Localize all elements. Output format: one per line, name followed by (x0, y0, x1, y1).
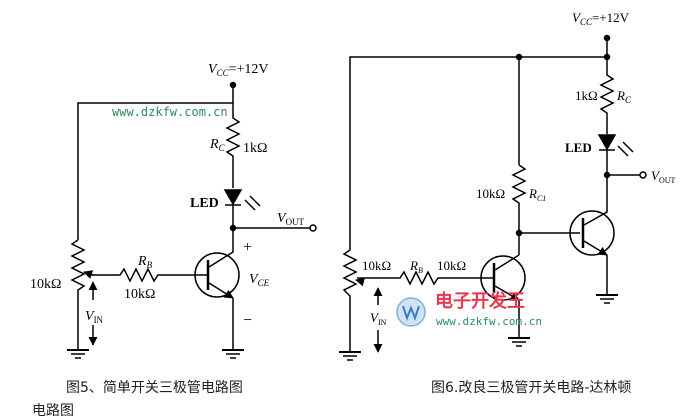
fig5-top-rail (77, 85, 234, 240)
fig5-rb-resistor (87, 267, 208, 283)
fig5-vin-label: VIN (85, 309, 104, 325)
watermark-logo-text: 电子开发王 (435, 290, 525, 312)
fig6-rc1-resistor (511, 164, 527, 255)
fig6-led-diode (597, 134, 617, 151)
fig6-vout-label: VOUT (651, 168, 676, 185)
fig6-rc1-value: 10kΩ (476, 186, 505, 201)
watermark-logo-icon (396, 297, 426, 327)
fig6-led-ray (622, 141, 634, 153)
fig5-ground-left (67, 349, 89, 359)
fig5-vcc-label: VCC=+12V (208, 62, 268, 78)
fig6-caption: 图6.改良三极管开关电路-达林顿 (431, 380, 632, 396)
fig6-rc-label: RC (616, 88, 632, 105)
fig6-transistor-q2 (569, 210, 615, 256)
fig5-caption-wrap: 电路图 (32, 403, 74, 419)
watermark-logo: 电子开发王 www.dzkfw.com.cn (396, 290, 542, 328)
fig5-rc-value: 1kΩ (243, 141, 267, 156)
fig6-ground-left (339, 351, 361, 361)
fig6-rc-resistor (599, 57, 615, 134)
fig6-led-label: LED (565, 140, 592, 155)
fig5-rb-label: RB (137, 254, 153, 270)
fig5-rb-value: 10kΩ (124, 287, 155, 302)
fig5-potentiometer (70, 239, 86, 350)
fig6-top-rail (349, 38, 608, 250)
fig5-circuit (67, 81, 317, 359)
fig6-pot-value: 10kΩ (362, 258, 391, 273)
fig5-led-ray (244, 199, 256, 211)
fig5-plus: + (243, 239, 252, 256)
fig5-vce-label: VCE (249, 272, 270, 288)
fig5-vout-label: VOUT (277, 211, 305, 227)
fig6-rb-resistor (357, 270, 494, 286)
fig5-caption: 图5、简单开关三极管电路图 (66, 380, 243, 396)
fig6-rb-label: RB (409, 258, 423, 275)
fig5-vout-terminal (309, 224, 317, 232)
fig5-led-ray (249, 195, 261, 207)
fig6-rc1-label: RC1 (528, 186, 546, 203)
watermark-url-top: www.dzkfw.com.cn (112, 105, 228, 119)
fig5-led-diode (223, 189, 243, 206)
fig5-labels: VCC=+12V RC 1kΩ LED VOUT + − VCE RB 10kΩ… (30, 62, 305, 329)
watermark-url-bottom: www.dzkfw.com.cn (436, 315, 542, 328)
fig5-ground-right (222, 349, 244, 359)
fig6-rb-value: 10kΩ (437, 258, 466, 273)
fig6-ground-mid (508, 337, 530, 347)
fig5-led-label: LED (190, 196, 219, 211)
fig5-pot-value: 10kΩ (30, 277, 61, 292)
fig5-minus: − (243, 312, 252, 329)
fig5-rc-resistor (225, 103, 241, 188)
fig6-vcc-label: VCC=+12V (572, 10, 630, 27)
fig5-rc-label: RC (209, 137, 226, 153)
fig6-vout-terminal (639, 171, 647, 179)
fig6-potentiometer (342, 249, 358, 352)
fig6-vin-label: VIN (370, 310, 387, 327)
fig6-labels: VCC=+12V 1kΩ RC LED VOUT 10kΩ RC1 10kΩ R… (362, 10, 676, 327)
fig6-rc-value: 1kΩ (575, 88, 598, 103)
fig6-circuit (339, 34, 647, 361)
fig6-led-ray (617, 145, 629, 157)
fig6-ground-right (596, 294, 618, 304)
